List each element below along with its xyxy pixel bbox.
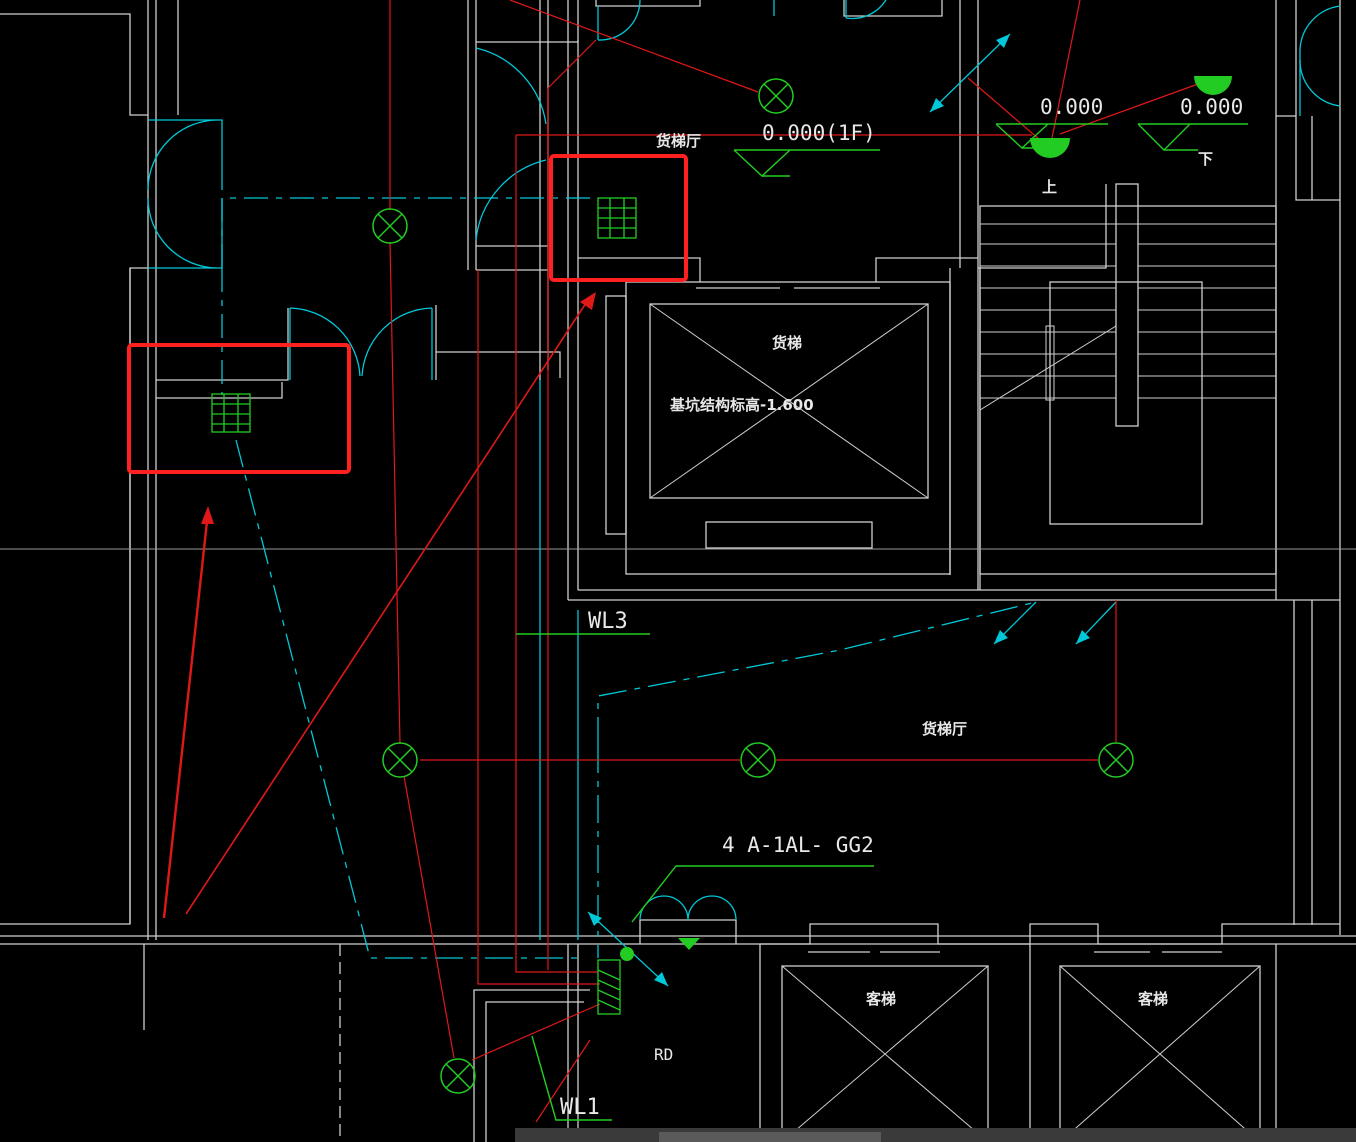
stair-treads: [979, 223, 1276, 411]
panel-shaft: [597, 959, 621, 1015]
panel-top: [597, 197, 637, 239]
annotation-arrowheads: [201, 292, 596, 524]
label-panel-tag: 4 A-1AL- GG2: [722, 833, 874, 857]
text-labels: 货梯厅 0.000(1F) 0.000 0.000 上 下 货梯 基坑结构标高-…: [560, 95, 1243, 1120]
distribution-panels: [211, 197, 637, 1015]
label-stair-up: 上: [1042, 178, 1057, 196]
ceiling-light-5: [1098, 742, 1134, 778]
highlight-box-top: [549, 154, 688, 282]
panel-left: [211, 393, 251, 433]
highlight-box-left: [127, 343, 351, 474]
elevator-crosses: [649, 303, 1261, 1142]
label-freight-hall-bottom: 货梯厅: [922, 720, 967, 738]
speaker-arrowheads: [588, 34, 1090, 986]
label-pit-elevation: 基坑结构标高-1.600: [669, 396, 814, 414]
label-freight-elevator: 货梯: [772, 334, 802, 352]
label-circuit-wl1: WL1: [560, 1095, 600, 1120]
label-freight-hall-top: 货梯厅: [656, 132, 701, 150]
label-stair-down: 下: [1198, 150, 1213, 168]
ceiling-light-4: [740, 742, 776, 778]
wall-lamps: [620, 76, 1232, 961]
label-passenger-elevator-1: 客梯: [865, 990, 896, 1008]
light-fixtures: [372, 78, 1134, 1094]
highlight-boxes: [127, 154, 688, 474]
doors-and-fire-circuits: [147, 0, 1341, 987]
ceiling-light-1: [758, 78, 794, 114]
lighting-circuits: [162, 0, 1199, 1123]
label-circuit-wl3: WL3: [588, 609, 628, 634]
label-level-a: 0.000: [1040, 95, 1103, 119]
level-markers: [516, 123, 1248, 1121]
ceiling-light-3: [382, 742, 418, 778]
label-passenger-elevator-2: 客梯: [1137, 990, 1168, 1008]
ceiling-light-2: [372, 208, 408, 244]
label-level-1f: 0.000(1F): [762, 121, 876, 145]
status-bar: [515, 1128, 1356, 1142]
status-field: [659, 1132, 881, 1142]
label-shaft-rd: RD: [654, 1045, 673, 1064]
ceiling-light-6: [440, 1058, 476, 1094]
label-level-b: 0.000: [1180, 95, 1243, 119]
